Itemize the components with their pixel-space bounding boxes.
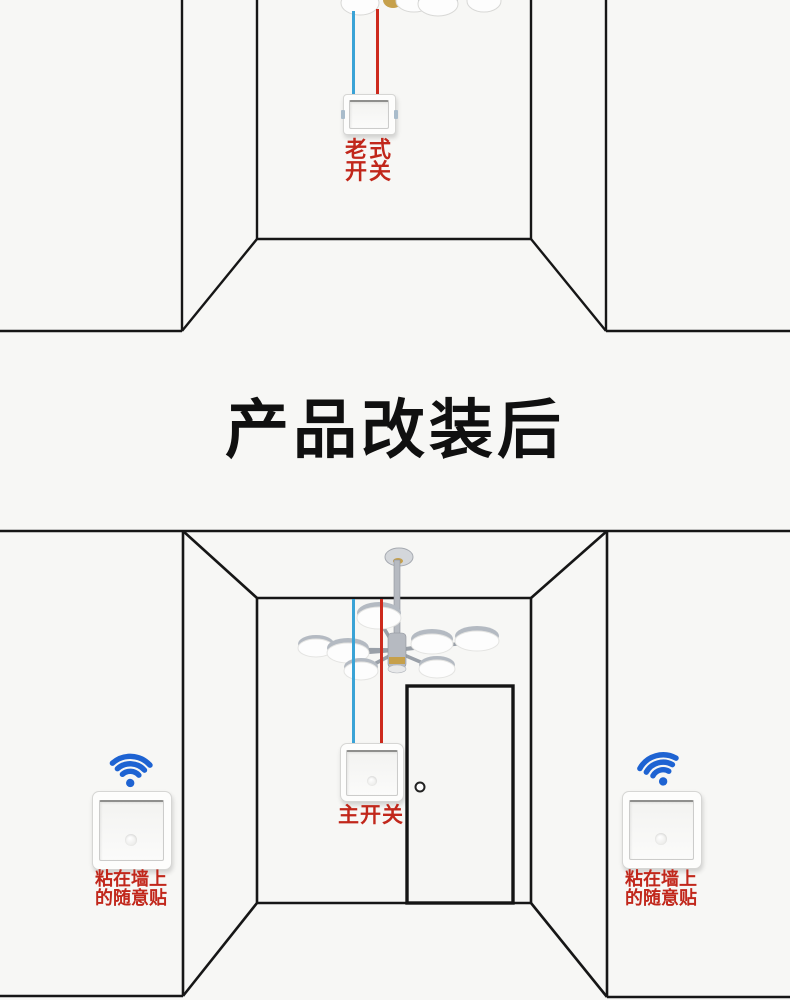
- neutral-wire-blue-top: [352, 11, 355, 96]
- wireless-sticker-switch-left: [92, 791, 172, 870]
- sticker-label-right-line1: 粘在墙上: [625, 869, 697, 889]
- wireless-sticker-switch-right: [622, 791, 702, 869]
- main-switch-rocker: [346, 750, 398, 796]
- sticker-switch-right-rocker: [629, 800, 694, 860]
- neutral-wire-blue-bottom: [352, 599, 355, 744]
- main-switch-label: 主开关: [338, 804, 404, 827]
- sticker-label-left: 粘在墙上 的随意贴: [76, 870, 186, 908]
- old-switch-rocker: [349, 100, 389, 129]
- old-switch-side-tab-right: [394, 110, 398, 119]
- live-wire-red-bottom: [380, 599, 383, 744]
- main-switch-dot: [367, 776, 377, 786]
- section-title: 产品改装后: [225, 394, 565, 466]
- sticker-label-right-line2: 的随意贴: [625, 888, 697, 908]
- main-switch: [340, 743, 404, 802]
- old-switch-label: 老式 开关: [314, 139, 424, 183]
- live-wire-red-top: [376, 9, 379, 96]
- wifi-icon: [637, 752, 679, 786]
- sticker-label-left-line2: 的随意贴: [95, 888, 167, 908]
- top-room-walls: [0, 0, 790, 333]
- sticker-switch-right-dot: [655, 833, 667, 845]
- old-switch-side-tab-left: [341, 110, 345, 119]
- sticker-label-right: 粘在墙上 的随意贴: [606, 870, 716, 908]
- old-style-switch: [341, 94, 398, 135]
- ceiling-lamp-cropped: [340, 0, 502, 17]
- wifi-icon: [109, 753, 153, 788]
- door-knob-icon: [414, 781, 426, 793]
- old-switch-label-line1: 老式: [344, 137, 393, 162]
- old-switch-label-line2: 开关: [344, 159, 393, 184]
- sticker-switch-left-dot: [125, 834, 137, 846]
- sticker-switch-left-rocker: [99, 800, 164, 861]
- sticker-label-left-line1: 粘在墙上: [95, 869, 167, 889]
- chandelier: [297, 547, 500, 681]
- door: [405, 684, 515, 905]
